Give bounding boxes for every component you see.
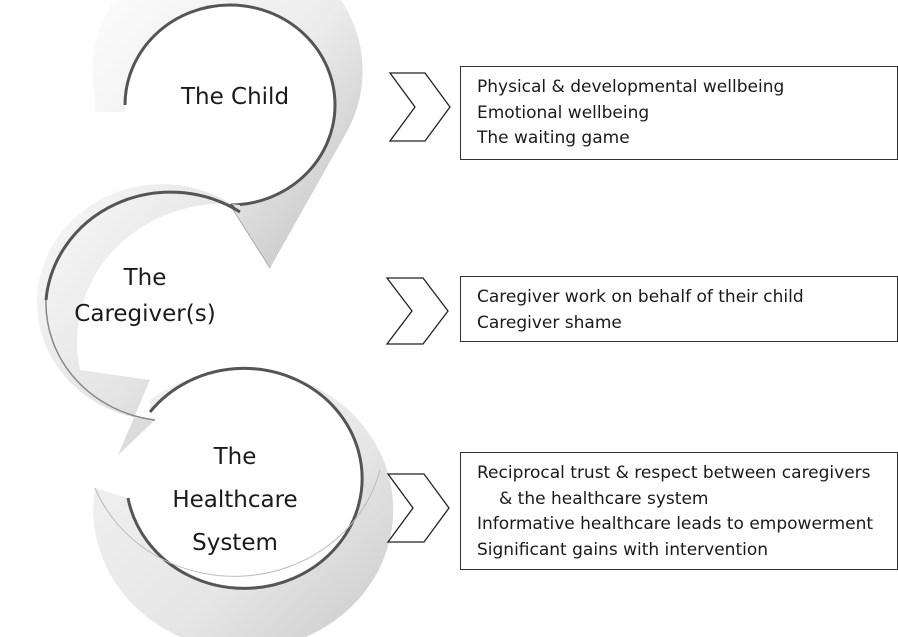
theme-item: Physical & developmental wellbeing — [477, 77, 785, 97]
stage-label-caregiver: The Caregiver(s) — [60, 260, 230, 332]
theme-item: Caregiver work on behalf of their child — [477, 287, 804, 307]
theme-box-healthcare: Reciprocal trust & respect between careg… — [460, 452, 898, 570]
theme-box-child: Physical & developmental wellbeing Emoti… — [460, 66, 898, 160]
theme-item: Significant gains with intervention — [477, 539, 769, 560]
stage-title-line: The Child — [180, 84, 290, 110]
theme-box-caregiver: Caregiver work on behalf of their child … — [460, 276, 898, 342]
theme-item: Emotional wellbeing — [477, 102, 650, 123]
chevron-right-icon — [385, 277, 449, 345]
caregiver-cycle-arrow-icon — [36, 184, 241, 455]
theme-item: Caregiver shame — [477, 312, 622, 333]
stage-title-line: The — [213, 444, 257, 470]
child-cycle-arrow-icon — [92, 0, 363, 269]
stage-label-child: The Child — [150, 86, 320, 109]
healthcare-cycle-arrow-icon — [93, 366, 394, 637]
theme-item: The waiting game — [477, 128, 630, 148]
stage-label-healthcare: The Healthcare System — [150, 436, 320, 565]
theme-item: & the healthcare system — [499, 488, 709, 509]
stage-title-line: Caregiver(s) — [74, 301, 216, 327]
stage-title-line: System — [192, 530, 278, 556]
chevron-right-icon — [388, 72, 451, 142]
theme-item: Reciprocal trust & respect between careg… — [477, 463, 871, 483]
chevron-right-icon — [386, 473, 450, 543]
theme-item: Informative healthcare leads to empowerm… — [477, 514, 874, 534]
stage-title-line: The — [123, 265, 167, 291]
stage-title-line: Healthcare — [172, 487, 298, 513]
